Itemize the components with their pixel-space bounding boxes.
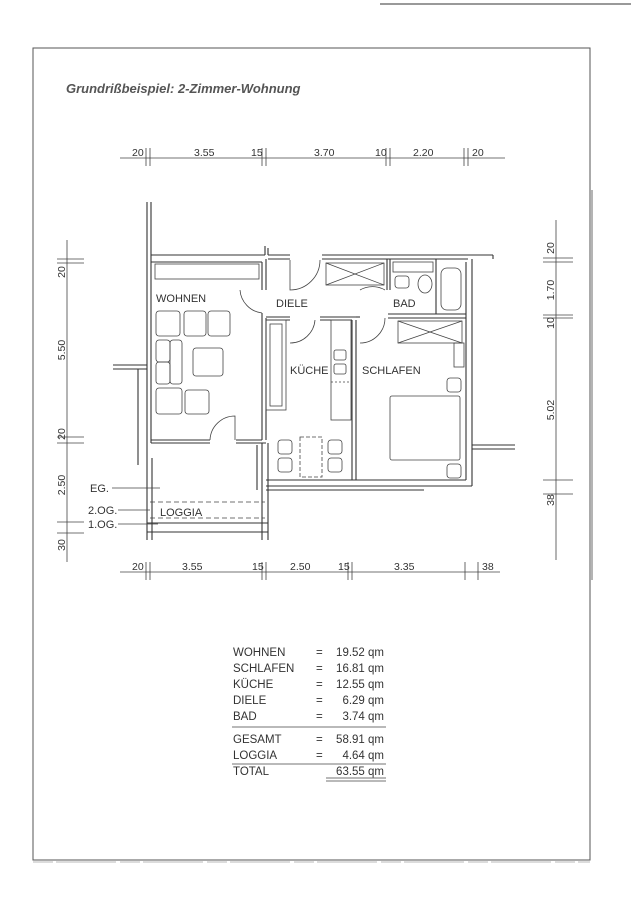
walls — [113, 202, 515, 540]
dim-label: 2.50 — [56, 475, 68, 496]
area-label: TOTAL — [233, 766, 270, 778]
dim-label: 30 — [56, 539, 68, 551]
dim-label: 5.50 — [56, 340, 68, 361]
area-label: KÜCHE — [233, 679, 274, 691]
area-row-loggia: LOGGIA = 4.64 qm — [233, 750, 384, 762]
area-value: 58.91 qm — [336, 734, 384, 746]
equals-sign: = — [316, 711, 323, 723]
equals-sign: = — [316, 734, 323, 746]
area-row: DIELE = 6.29 qm — [233, 695, 384, 707]
level-label: 2.OG. — [88, 505, 117, 517]
dim-label: 2.50 — [290, 561, 311, 573]
room-label-schlafen: SCHLAFEN — [362, 365, 421, 377]
top-dimension-line: 20 3.55 15 3.70 10 2.20 20 — [120, 147, 505, 166]
room-label-diele: DIELE — [276, 298, 308, 310]
dim-label: 38 — [545, 494, 557, 506]
equals-sign: = — [316, 679, 323, 691]
room-label-wohnen: WOHNEN — [156, 293, 206, 305]
dim-label: 38 — [482, 561, 494, 573]
area-value: 4.64 qm — [342, 750, 384, 762]
dim-label: 15 — [252, 561, 264, 573]
room-label-loggia: LOGGIA — [160, 507, 203, 519]
dim-label: 20 — [132, 147, 144, 159]
loggia-dashed-lines — [150, 501, 265, 519]
area-label: SCHLAFEN — [233, 663, 294, 675]
area-label: WOHNEN — [233, 647, 285, 659]
area-row: SCHLAFEN = 16.81 qm — [233, 663, 384, 675]
area-row-gesamt: GESAMT = 58.91 qm — [233, 734, 384, 746]
area-value: 63.55 qm — [336, 766, 384, 778]
dim-label: 20 — [132, 561, 144, 573]
dim-label: 15 — [338, 561, 350, 573]
dim-label: 20 — [56, 428, 68, 440]
equals-sign: = — [316, 750, 323, 762]
area-row-total: TOTAL 63.55 qm — [233, 766, 386, 782]
area-label: LOGGIA — [233, 750, 277, 762]
level-markers: EG. 2.OG. 1.OG. — [88, 483, 160, 531]
area-label: BAD — [233, 711, 257, 723]
furniture — [154, 261, 465, 479]
dim-label: 3.35 — [394, 561, 415, 573]
left-dimension-line: 20 5.50 20 2.50 30 — [56, 240, 84, 562]
room-label-bad: BAD — [393, 298, 416, 310]
dim-label: 1.70 — [545, 280, 557, 301]
dim-label: 3.55 — [182, 561, 203, 573]
area-label: GESAMT — [233, 734, 282, 746]
dim-label: 10 — [375, 147, 387, 159]
dim-label: 3.70 — [314, 147, 335, 159]
dim-label: 20 — [472, 147, 484, 159]
area-row: KÜCHE = 12.55 qm — [233, 679, 384, 691]
area-label: DIELE — [233, 695, 267, 707]
door-swings — [209, 259, 386, 441]
dim-label: 2.20 — [413, 147, 434, 159]
area-row: BAD = 3.74 qm — [233, 711, 384, 723]
right-dimension-line: 20 1.70 10 5.02 38 — [543, 220, 573, 560]
room-label-kueche: KÜCHE — [290, 365, 329, 377]
area-value: 12.55 qm — [336, 679, 384, 691]
dim-label: 5.02 — [545, 400, 557, 421]
area-value: 19.52 qm — [336, 647, 384, 659]
dim-label: 15 — [251, 147, 263, 159]
level-label: EG. — [90, 483, 109, 495]
level-label: 1.OG. — [88, 519, 117, 531]
area-table: WOHNEN = 19.52 qm SCHLAFEN = 16.81 qm KÜ… — [232, 647, 386, 782]
area-value: 3.74 qm — [342, 711, 384, 723]
dim-label: 20 — [545, 242, 557, 254]
equals-sign: = — [316, 695, 323, 707]
area-value: 6.29 qm — [342, 695, 384, 707]
page-title: Grundrißbeispiel: 2-Zimmer-Wohnung — [66, 81, 301, 96]
dim-label: 10 — [545, 317, 557, 329]
equals-sign: = — [316, 647, 323, 659]
dim-label: 3.55 — [194, 147, 215, 159]
area-value: 16.81 qm — [336, 663, 384, 675]
equals-sign: = — [316, 663, 323, 675]
area-row: WOHNEN = 19.52 qm — [233, 647, 384, 659]
sheet-frame — [32, 47, 591, 861]
bottom-dimension-line: 20 3.55 15 2.50 15 3.35 38 — [120, 561, 500, 580]
dim-label: 20 — [56, 266, 68, 278]
